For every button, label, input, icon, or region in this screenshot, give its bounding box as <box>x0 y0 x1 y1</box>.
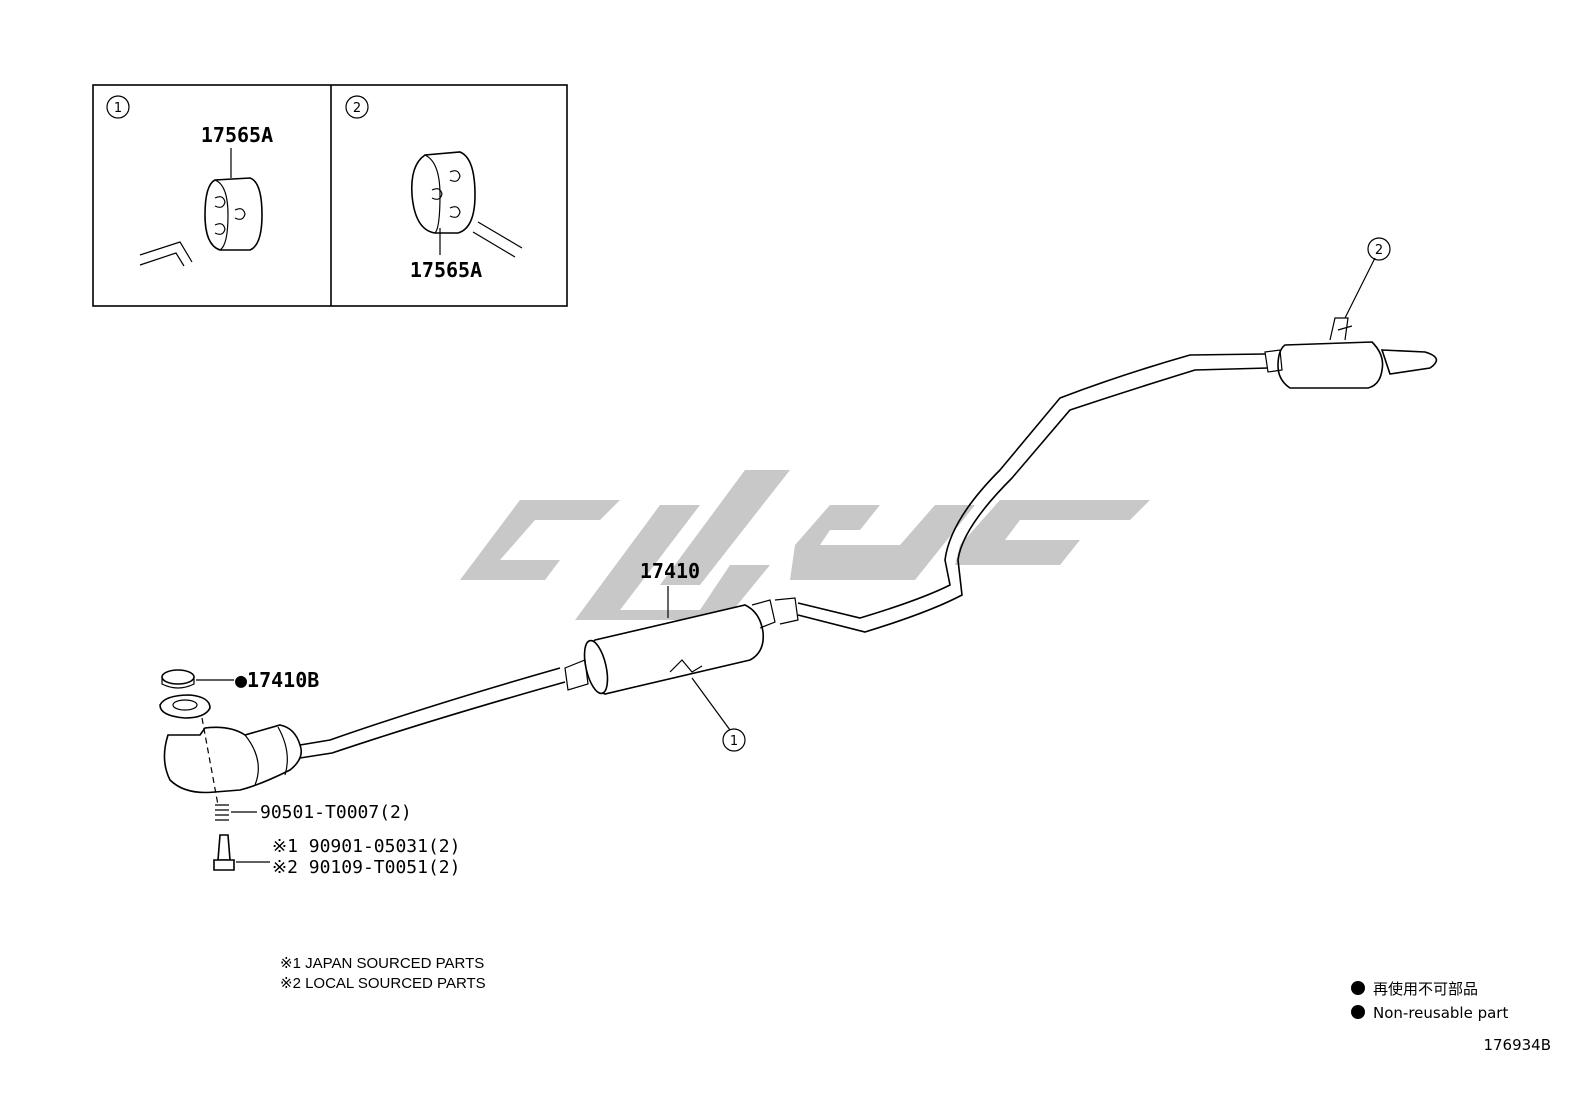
spring-icon <box>215 804 229 821</box>
note-local-sourced: ※2 LOCAL SOURCED PARTS <box>280 975 486 992</box>
callout-2-number: 2 <box>1375 243 1383 258</box>
exhaust-pipe-assembly <box>299 317 1438 759</box>
inset-panel-2: 2 17565A <box>345 95 523 282</box>
callout-circle-1 <box>106 95 130 119</box>
part-label-gasket: ●17410B <box>235 668 319 692</box>
callout-1-number: 1 <box>730 734 738 749</box>
legend-bullet-icon <box>1351 1005 1365 1019</box>
rubber-hanger-icon <box>410 151 476 234</box>
inset-2-part-label: 17565A <box>410 258 482 282</box>
callout-circle-2 <box>345 95 369 119</box>
legend-bullet-icon <box>1351 981 1365 995</box>
rubber-hanger-icon <box>204 177 263 251</box>
callout-hanger-rear: 2 <box>1344 237 1391 319</box>
tail-muffler <box>1277 341 1384 389</box>
legend: 再使用不可部品 Non-reusable part <box>1351 980 1508 1022</box>
part-label-bolt-japan: ※1 90901-05031(2) <box>272 836 460 857</box>
part-label-bolt-local: ※2 90109-T0051(2) <box>272 857 460 878</box>
figure-id: 176934B <box>1483 1036 1551 1054</box>
pipe-label-group: 17410 <box>640 559 700 618</box>
legend-english: Non-reusable part <box>1373 1004 1508 1022</box>
inset-box <box>92 84 568 307</box>
inset-1-callout: 1 <box>114 101 122 116</box>
gasket-part: ●17410B <box>161 668 319 692</box>
part-label-exhaust-pipe: 17410 <box>640 559 700 583</box>
part-label-spring: 90501-T0007(2) <box>260 802 412 823</box>
hanger-pipe-stub <box>139 241 193 267</box>
flange <box>159 694 211 719</box>
note-japan-sourced: ※1 JAPAN SOURCED PARTS <box>280 955 484 972</box>
watermark-logo <box>460 470 1150 620</box>
hanger-bracket-2 <box>1329 317 1349 341</box>
inset-2-callout: 2 <box>353 101 361 116</box>
fastener-stack: 90501-T0007(2) ※1 90901-05031(2) ※2 9010… <box>201 717 460 878</box>
catalytic-converter <box>159 694 303 794</box>
hanger-bracket-1 <box>669 659 703 673</box>
legend-japanese: 再使用不可部品 <box>1373 980 1478 998</box>
inset-1-part-label: 17565A <box>201 123 273 147</box>
bolt-icon <box>213 834 235 871</box>
hanger-pipe-stub <box>472 221 523 258</box>
inset-panel-1: 1 17565A <box>106 95 273 267</box>
callout-hanger-front: 1 <box>691 677 746 752</box>
tail-pipe-tip <box>1380 349 1438 375</box>
